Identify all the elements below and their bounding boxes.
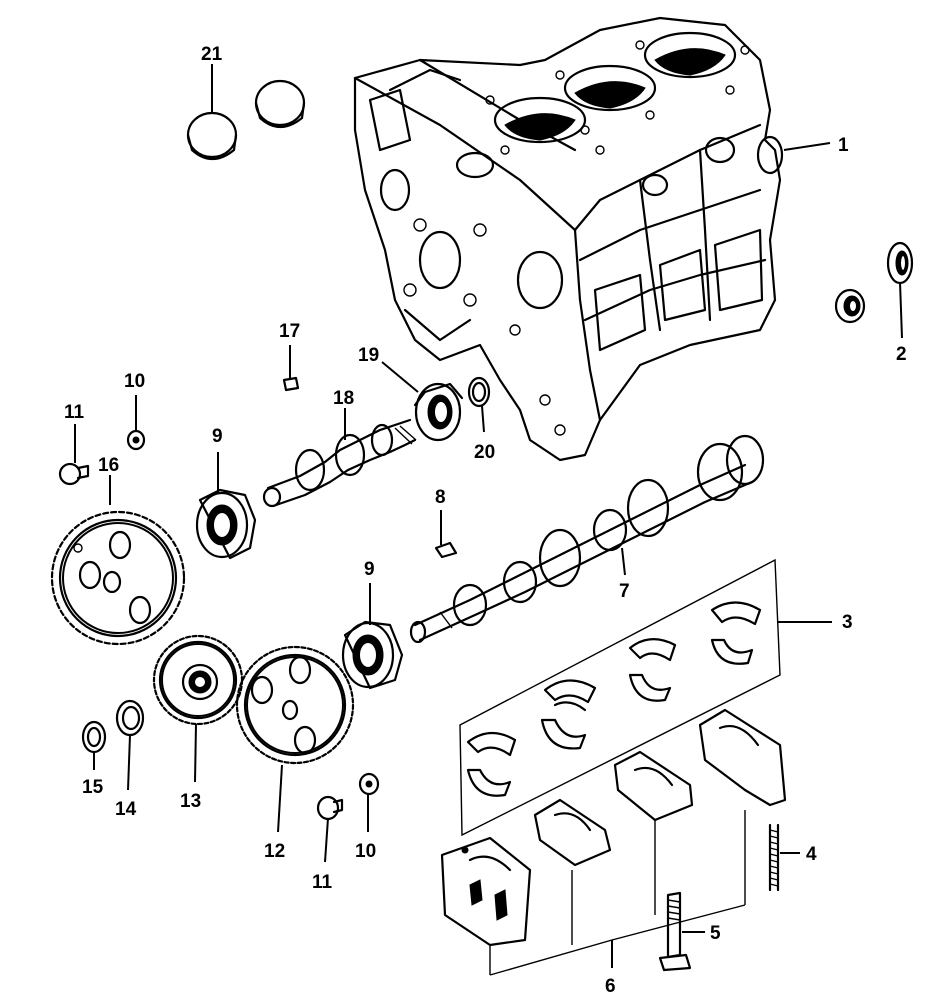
callout-3: 3 — [842, 612, 853, 633]
circlip-20 — [467, 376, 491, 408]
washer-14 — [115, 699, 145, 737]
callout-10-lower: 10 — [355, 841, 376, 862]
callout-10-upper: 10 — [124, 371, 145, 392]
bearing-9-lower — [341, 620, 404, 690]
camshaft — [409, 434, 765, 644]
key-17 — [282, 376, 300, 392]
bearing-cap-front — [440, 836, 532, 947]
callout-16: 16 — [98, 455, 119, 476]
callout-7: 7 — [619, 581, 630, 602]
circlip-15 — [81, 720, 107, 754]
callout-5: 5 — [710, 923, 721, 944]
bearing-shell — [710, 601, 762, 665]
bearing-shells-group — [459, 558, 781, 837]
washer-bottom — [358, 772, 380, 796]
callout-14: 14 — [115, 799, 137, 820]
bearing-shell — [628, 638, 677, 702]
bearing-cap — [533, 798, 612, 867]
callout-21: 21 — [201, 44, 223, 65]
callout-15: 15 — [82, 777, 104, 798]
bolt-bottom — [316, 795, 344, 821]
bearing-cap — [613, 750, 694, 822]
bearing-9-upper — [195, 488, 257, 560]
callout-numbers: 1 2 3 4 5 6 7 8 9 9 10 10 11 11 12 13 14… — [64, 44, 907, 997]
callout-11-lower: 11 — [312, 872, 333, 893]
key-8 — [434, 541, 458, 559]
callout-11-upper: 11 — [64, 402, 85, 423]
stud-4 — [768, 823, 780, 892]
callout-12: 12 — [264, 841, 285, 862]
callout-6: 6 — [605, 976, 616, 997]
bearing-shell — [540, 679, 597, 750]
washer-top — [126, 429, 146, 451]
callout-9-lower: 9 — [364, 559, 375, 580]
callout-13: 13 — [180, 791, 201, 812]
pump-camshaft — [262, 418, 417, 508]
gear-12 — [235, 645, 355, 765]
callout-19: 19 — [358, 345, 379, 366]
cylinder-block — [353, 16, 784, 462]
bearing-shell — [466, 731, 517, 797]
callout-17: 17 — [279, 321, 300, 342]
bolt-top — [58, 462, 90, 486]
bearing-cap-rear — [698, 708, 787, 807]
bearing-19 — [413, 382, 464, 442]
oil-seals — [834, 241, 914, 324]
bearing-caps-group — [440, 708, 787, 976]
callout-9-upper: 9 — [212, 426, 223, 447]
callout-8: 8 — [435, 487, 446, 508]
gear-16 — [50, 510, 186, 646]
leader-lines — [74, 64, 903, 968]
callout-2: 2 — [896, 344, 907, 365]
callout-18: 18 — [333, 388, 354, 409]
core-plugs — [186, 79, 306, 161]
callout-20: 20 — [474, 442, 495, 463]
callout-1: 1 — [838, 135, 849, 156]
gear-13 — [152, 634, 244, 726]
callout-4: 4 — [806, 844, 817, 865]
bolt-5 — [658, 891, 692, 972]
